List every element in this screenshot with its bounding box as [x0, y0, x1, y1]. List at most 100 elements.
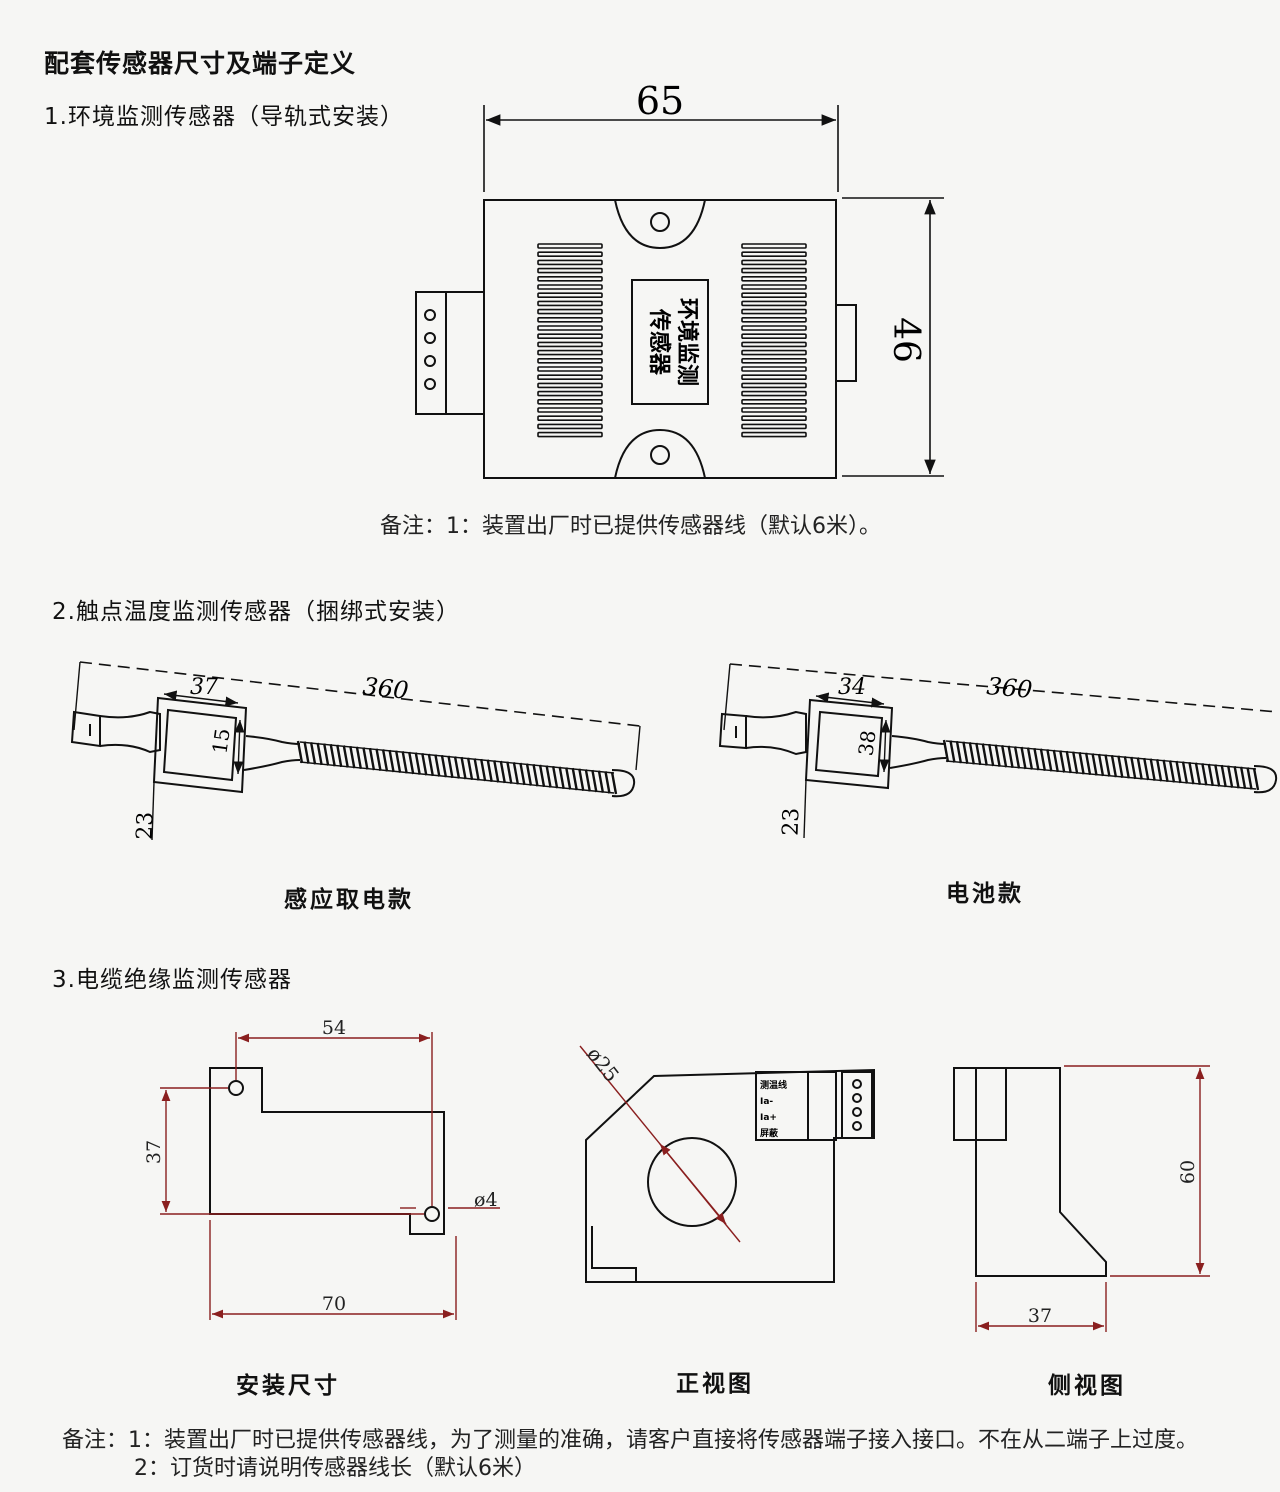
- spring-coil: [1097, 753, 1105, 777]
- spring-edge: [299, 761, 615, 794]
- spring-coil: [994, 744, 1001, 767]
- vent-slot: [537, 325, 603, 331]
- dim-install-left: 37: [143, 1140, 165, 1164]
- dim-battery-box-w: 34: [838, 675, 866, 700]
- vent-slot: [741, 316, 807, 323]
- vent-slot: [741, 407, 807, 413]
- vent-slot: [741, 415, 807, 422]
- spring-coil: [427, 753, 435, 777]
- spring-coil: [1175, 760, 1182, 784]
- spring-coil: [1252, 767, 1260, 791]
- vent-slot: [741, 390, 807, 397]
- vent-slot: [741, 300, 807, 307]
- spring-coil: [349, 745, 356, 769]
- spring-coil: [479, 758, 487, 782]
- spring-coil: [578, 768, 585, 791]
- vent-slot: [741, 357, 807, 364]
- spring-coil: [988, 743, 995, 767]
- spring-coil: [558, 766, 565, 790]
- spring-coil: [1136, 757, 1143, 780]
- spring-coil: [968, 742, 976, 765]
- vent-slot: [537, 292, 603, 299]
- vent-slot: [741, 267, 807, 274]
- vent-slot: [741, 382, 807, 389]
- vent-slot: [537, 251, 603, 257]
- spring-coil: [565, 767, 572, 790]
- spring-coil: [591, 769, 598, 793]
- spring-coil: [1239, 766, 1247, 790]
- vent-slot: [537, 349, 603, 356]
- spring-coil: [981, 743, 988, 766]
- spring-coil: [401, 751, 408, 774]
- cable-front-dims: [579, 1045, 741, 1243]
- caption-side-view: 侧视图: [1048, 1373, 1126, 1399]
- spring-coil: [381, 749, 389, 772]
- spring-coil: [604, 771, 611, 794]
- spring-coil: [949, 740, 956, 763]
- spring-coil: [512, 762, 520, 785]
- env-vent-left: [537, 243, 603, 438]
- cable-side-dims: [975, 1065, 1210, 1332]
- vent-slot: [741, 349, 807, 356]
- spring-coil: [421, 753, 428, 776]
- spring-coil: [303, 741, 310, 764]
- vent-slot: [741, 423, 807, 430]
- spring-coil: [486, 759, 493, 782]
- spring-coil: [1181, 761, 1189, 784]
- spring-coil: [1046, 749, 1053, 772]
- dim-side-width: 37: [1028, 1305, 1052, 1327]
- spring-coil: [1226, 765, 1234, 788]
- dim-induction-box-h: 15: [207, 727, 234, 756]
- spring-coil: [1013, 746, 1021, 769]
- vent-slot: [741, 292, 807, 299]
- env-label-line1: 环境监测: [674, 298, 700, 386]
- spring-coil: [1091, 753, 1098, 776]
- spring-coil: [571, 767, 578, 791]
- spring-edge: [299, 741, 615, 774]
- spring-coil: [316, 742, 323, 766]
- spring-coil: [434, 754, 441, 777]
- vent-slot: [741, 398, 807, 405]
- spring-coil: [1155, 759, 1163, 782]
- caption-induction: 感应取电款: [284, 887, 414, 913]
- spring-coil: [1168, 760, 1176, 783]
- spring-coil: [584, 769, 592, 792]
- spring-coil: [1214, 764, 1221, 787]
- vent-slot: [741, 366, 807, 372]
- footer-note-2: 2：订货时请说明传感器线长（默认6米）: [134, 1456, 536, 1481]
- spring-coil: [1201, 763, 1208, 786]
- vent-slot: [537, 308, 603, 315]
- dim-env-height: 46: [885, 317, 926, 363]
- spring-edge: [945, 740, 1257, 770]
- spring-coil: [453, 756, 461, 779]
- spring-coil: [551, 765, 559, 789]
- spring-coil: [1026, 747, 1034, 770]
- spring-coil: [1194, 762, 1202, 785]
- dim-battery-total: 360: [985, 672, 1033, 704]
- vent-slot: [537, 407, 603, 413]
- dim-side-height: 60: [1177, 1160, 1199, 1184]
- spring-coil: [414, 752, 421, 775]
- section-cable-title: 3.电缆绝缘监测传感器: [52, 967, 292, 993]
- vent-slot: [537, 357, 603, 364]
- spring-coil: [355, 746, 363, 770]
- vent-slot: [537, 243, 603, 249]
- spring-coil: [1000, 745, 1008, 768]
- vent-slot: [741, 275, 807, 282]
- spring-coil: [1039, 748, 1047, 771]
- spring-coil: [342, 745, 349, 768]
- contact-battery-spring: [942, 739, 1260, 791]
- spring-coil: [1078, 752, 1085, 775]
- vent-slot: [741, 284, 807, 290]
- spring-coil: [1110, 754, 1118, 778]
- vent-slot: [537, 316, 603, 323]
- contact-battery-drawing: [718, 663, 1279, 839]
- vent-slot: [537, 390, 603, 397]
- dim-induction-thick: 23: [133, 811, 159, 840]
- dim-front-diameter: ø25: [582, 1042, 624, 1086]
- spring-coil: [394, 750, 402, 773]
- vent-slot: [741, 374, 807, 381]
- dim-battery-thick: 23: [779, 807, 805, 836]
- spring-coil: [955, 740, 963, 764]
- spring-coil: [975, 742, 982, 766]
